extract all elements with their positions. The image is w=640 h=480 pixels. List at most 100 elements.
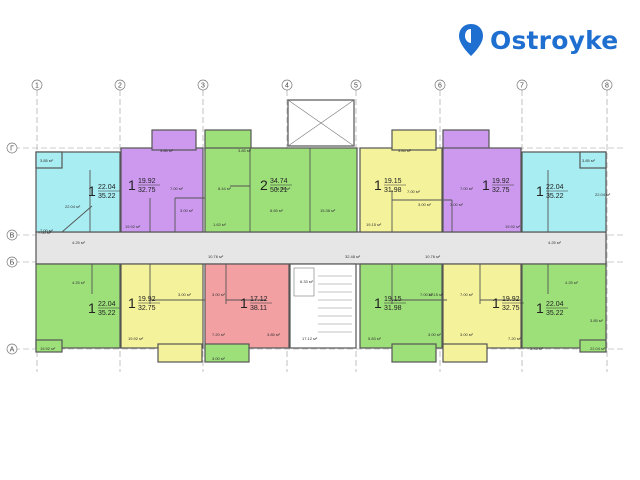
axis-bubble bbox=[601, 79, 613, 91]
room-area-label: 6.33 м² bbox=[300, 279, 314, 284]
apartment-total-area: 35.22 bbox=[98, 193, 116, 200]
axis-bubble bbox=[350, 79, 362, 91]
brand-name: Ostroyke bbox=[490, 25, 619, 55]
room-area-label: 7.20 м² bbox=[508, 336, 522, 341]
room-area-label: 7.00 м² bbox=[407, 189, 421, 194]
apt-top-2-balcony bbox=[151, 129, 197, 151]
apt-bot-1-room bbox=[35, 263, 121, 349]
room-area-label: 15.38 м² bbox=[320, 208, 336, 213]
apartment-room-count: 1 bbox=[536, 300, 544, 316]
apartment-room-count: 2 bbox=[260, 177, 268, 193]
apartment-room-count: 1 bbox=[492, 295, 500, 311]
room-area-label: 22.04 м² bbox=[595, 192, 611, 197]
room-area-label: 7.00 м² bbox=[40, 228, 54, 233]
apartment-total-area: 32.75 bbox=[138, 187, 156, 194]
room-area-label: 3.85 м² bbox=[582, 158, 596, 163]
brand-logo: Ostroyke bbox=[458, 22, 618, 58]
axis-row-label: В bbox=[10, 233, 15, 240]
room-area-label: 7.00 м² bbox=[460, 186, 474, 191]
axis-row-label: Б bbox=[10, 260, 15, 267]
apt-top-3-room bbox=[204, 147, 358, 233]
apartment-total-area: 38.11 bbox=[250, 305, 267, 312]
elevator-shaft bbox=[293, 267, 315, 297]
axis-column-label: 1 bbox=[35, 83, 39, 90]
room-area-label: 7.20 м² bbox=[212, 332, 226, 337]
room-area-label: 3.00 м² bbox=[428, 332, 442, 337]
apt-top-6-balcony bbox=[579, 151, 607, 169]
apt-top-3-balcony bbox=[204, 129, 252, 151]
room-area-label: 19.92 м² bbox=[40, 346, 56, 351]
apartment-living-area: 19.92 bbox=[138, 296, 156, 303]
axis-column-label: 8 bbox=[605, 83, 609, 90]
apartment-living-area: 19.15 bbox=[384, 296, 402, 303]
apartment-total-area: 32.75 bbox=[138, 305, 156, 312]
room-area-label: 7.00 м² bbox=[38, 230, 52, 235]
apartment-total-area: 35.22 bbox=[546, 310, 564, 317]
apartment-living-area: 34.74 bbox=[270, 178, 288, 185]
axis-column-label: 6 bbox=[438, 83, 442, 90]
apartment-living-area: 22.04 bbox=[98, 184, 116, 191]
room-area-label: 3.00 м² bbox=[450, 202, 464, 207]
room-area-label: 10.76 м² bbox=[208, 254, 224, 259]
axis-bubble bbox=[6, 142, 18, 154]
apartment-room-count: 1 bbox=[88, 183, 96, 199]
apt-top-4-room bbox=[359, 147, 443, 233]
apt-bot-6-room bbox=[521, 263, 607, 349]
apartment-living-area: 19.92 bbox=[492, 178, 510, 185]
room-area-label: 4.25 м² bbox=[548, 240, 562, 245]
apt-bot-5-balcony bbox=[442, 343, 488, 363]
axis-bubble bbox=[31, 79, 43, 91]
room-area-label: 22.04 м² bbox=[65, 204, 81, 209]
room-area-label: 3.85 м² bbox=[238, 148, 252, 153]
axis-bubble bbox=[434, 79, 446, 91]
apartment-total-area: 35.22 bbox=[546, 193, 564, 200]
room-area-label: 3.00 м² bbox=[460, 332, 474, 337]
axis-bubble bbox=[6, 256, 18, 268]
apt-bot-3-balcony bbox=[204, 343, 250, 363]
apartment-living-area: 19.92 bbox=[502, 296, 520, 303]
room-area-label: 4.25 м² bbox=[565, 280, 579, 285]
room-area-label: 32.48 м² bbox=[345, 254, 361, 259]
room-area-label: 14.36 м² bbox=[275, 186, 291, 191]
room-area-label: 7.00 м² bbox=[420, 292, 434, 297]
axis-column-label: 5 bbox=[354, 83, 358, 90]
apartment-total-area: 31.98 bbox=[384, 187, 402, 194]
room-area-label: 3.00 м² bbox=[178, 292, 192, 297]
apartment-room-count: 1 bbox=[128, 177, 136, 193]
room-area-label: 17.12 м² bbox=[302, 336, 318, 341]
apt-bot-2-room bbox=[120, 263, 204, 349]
apartment-room-count: 1 bbox=[536, 183, 544, 199]
room-area-label: 19.92 м² bbox=[505, 224, 521, 229]
room-area-label: 4.25 м² bbox=[72, 280, 86, 285]
apartment-total-area: 35.22 bbox=[98, 310, 116, 317]
axis-bubble bbox=[114, 79, 126, 91]
axis-bubble bbox=[6, 343, 18, 355]
apartment-total-area: 32.75 bbox=[492, 187, 510, 194]
rooms bbox=[35, 99, 607, 363]
apartment-room-count: 1 bbox=[482, 177, 490, 193]
room-area-label: 8.65 м² bbox=[270, 208, 284, 213]
room-area-label: 3.85 м² bbox=[40, 158, 54, 163]
axis-bubble bbox=[281, 79, 293, 91]
room-area-label: 1.63 м² bbox=[213, 222, 227, 227]
room-area-label: 3.85 м² bbox=[398, 148, 412, 153]
apartment-room-count: 1 bbox=[128, 295, 136, 311]
axis-column-label: 7 bbox=[520, 83, 524, 90]
apt-top-1-balcony bbox=[35, 151, 63, 169]
room-area-label: 19.92 м² bbox=[125, 224, 141, 229]
axis-column-label: 4 bbox=[285, 83, 289, 90]
room-area-label: 3.00 м² bbox=[418, 202, 432, 207]
apt-bot-1-balcony bbox=[35, 339, 63, 353]
room-area-label: 7.00 м² bbox=[170, 186, 184, 191]
apartment-living-area: 22.04 bbox=[546, 184, 564, 191]
